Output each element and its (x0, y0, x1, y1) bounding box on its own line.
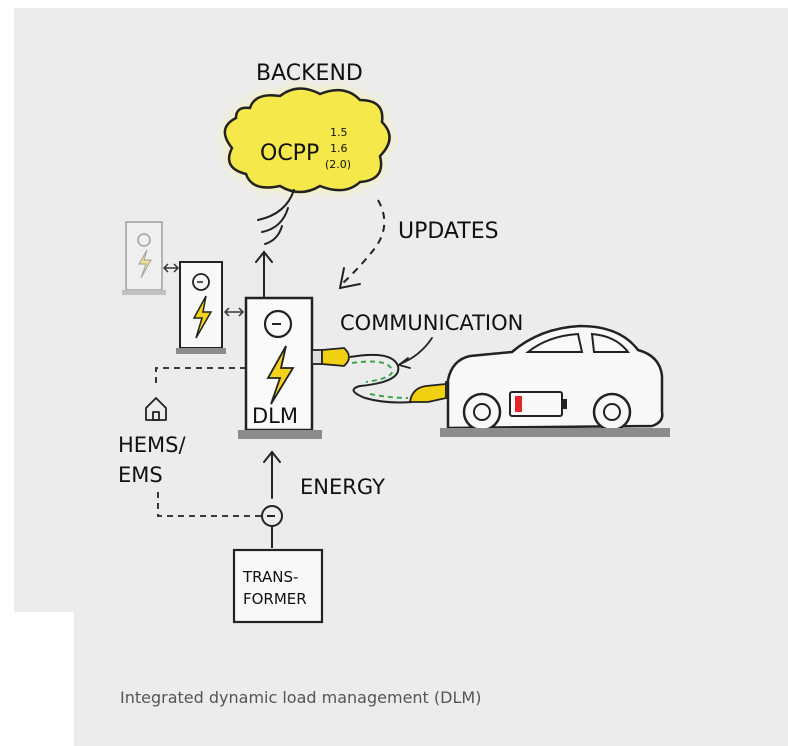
transformer-label-line1: TRANS- (242, 568, 298, 586)
figure-caption: Integrated dynamic load management (DLM) (120, 688, 482, 707)
link-arrow-2 (223, 307, 245, 317)
electric-car (440, 324, 670, 437)
charger-far (122, 221, 166, 295)
transformer-label-line2: FORMER (243, 590, 307, 608)
home-icon (145, 397, 167, 421)
diagram-panel (14, 8, 788, 612)
energy-label: ENERGY (300, 475, 385, 499)
charger-plug (311, 347, 350, 367)
link-arrow-1 (162, 263, 180, 273)
hems-label-line2: EMS (118, 463, 163, 487)
backend-label: BACKEND (256, 61, 363, 86)
battery-icon (509, 391, 567, 417)
caption-panel (74, 612, 788, 746)
ocpp-version-2: 1.6 (330, 142, 348, 155)
hems-label-line1: HEMS/ (118, 433, 187, 457)
ocpp-cloud: OCPP 1.5 1.6 (2.0) (223, 87, 391, 194)
updates-label: UPDATES (398, 219, 499, 244)
energy-meter-icon (261, 505, 283, 548)
dlm-charger: DLM (238, 296, 322, 439)
ocpp-version-1: 1.5 (330, 126, 348, 139)
charging-cable (349, 353, 413, 404)
charger-middle (176, 261, 226, 354)
communication-arrow (397, 337, 433, 369)
antenna-icon (255, 189, 295, 299)
transformer-box: TRANS- FORMER (232, 548, 324, 624)
hems-connection (155, 367, 262, 517)
ocpp-version-3: (2.0) (325, 158, 351, 171)
dlm-label: DLM (252, 404, 298, 428)
updates-arrow (338, 199, 386, 290)
energy-arrow (263, 450, 281, 499)
communication-label: COMMUNICATION (340, 311, 523, 335)
ocpp-label: OCPP (260, 141, 319, 166)
